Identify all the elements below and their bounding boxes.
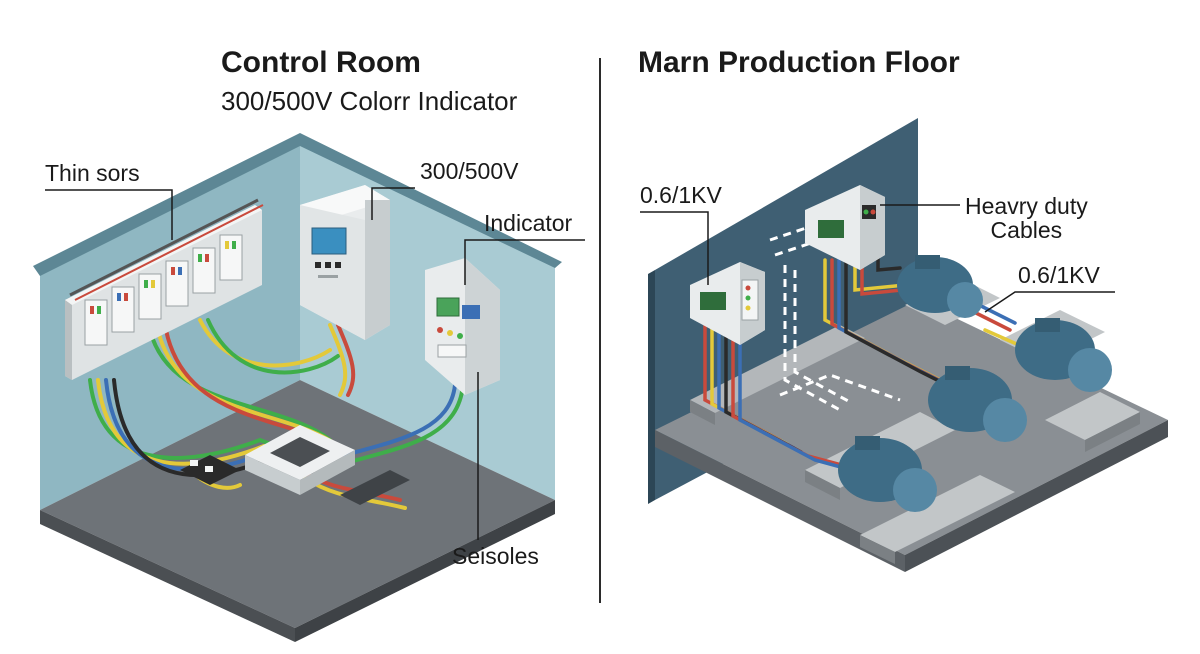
motor-4 [838, 436, 937, 512]
callout-0-6-1kv-left: 0.6/1KV [640, 182, 722, 208]
production-floor-slab-edge-right [905, 420, 1168, 572]
breaker-modules [84, 234, 243, 346]
control-room-floor-edge [40, 510, 295, 642]
dashed-cable-routes [769, 223, 901, 412]
production-floor-title: Marn Production Floor [638, 46, 960, 79]
motor-3 [928, 366, 1027, 442]
production-floor-wall-side [648, 270, 655, 504]
production-floor-slab-edge [655, 430, 905, 572]
indicator-box [425, 258, 500, 395]
callout-thin-sors: Thin sors [45, 160, 140, 186]
distribution-panel-center [805, 185, 885, 270]
callout-seisoles: Seisoles [452, 543, 539, 569]
production-floor-illustration [640, 118, 1168, 572]
callout-300-500v: 300/500V [420, 158, 519, 184]
motor-1 [897, 255, 983, 318]
breaker-panel [65, 198, 264, 380]
callout-heavy-duty-cables: Heavry duty Cables [965, 193, 1088, 244]
control-room-title: Control Room [221, 46, 421, 79]
callout-0-6-1kv-right: 0.6/1KV [1018, 262, 1100, 288]
panel-divider [599, 58, 601, 603]
control-room-floor [40, 380, 555, 628]
production-floor-leader-lines [640, 204, 1115, 313]
motor-2 [1015, 318, 1112, 392]
floor-cable-tray [180, 455, 410, 505]
control-room-floor-edge-right [295, 500, 555, 642]
control-room-illustration [33, 133, 585, 642]
control-room-subtitle: 300/500V Colorr Indicator [221, 86, 518, 116]
junction-box [245, 425, 355, 495]
control-room-leader-lines [45, 187, 585, 540]
control-cabinet [300, 185, 390, 340]
callout-indicator: Indicator [484, 210, 573, 236]
